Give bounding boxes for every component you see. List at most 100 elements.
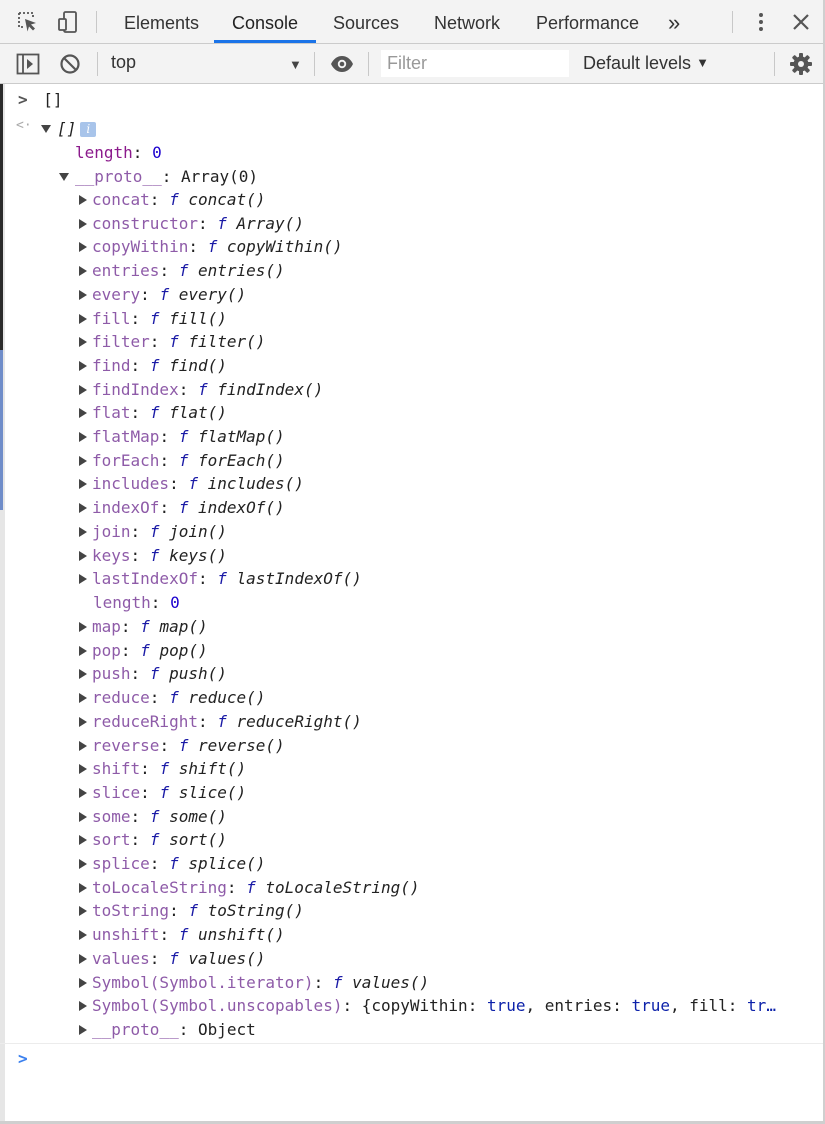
console-prompt-line[interactable]: > (18, 1047, 28, 1070)
entry-expand-toggle[interactable] (79, 550, 87, 561)
context-selector[interactable]: top (111, 52, 137, 72)
proto-method-entry[interactable]: reduce: f reduce() (92, 688, 266, 708)
more-tabs-button[interactable]: » (668, 10, 681, 35)
info-badge[interactable]: i (80, 122, 97, 137)
proto-method-entry[interactable]: includes: f includes() (92, 474, 304, 494)
tab-console[interactable]: Console (232, 13, 299, 33)
entry-expand-toggle[interactable] (79, 740, 87, 751)
proto-method-entry[interactable]: values: f values() (92, 948, 266, 968)
gear-icon[interactable] (789, 52, 813, 81)
entry-expand-toggle[interactable] (79, 645, 87, 656)
entry-expand-toggle[interactable] (79, 716, 87, 727)
proto-method-entry[interactable]: findIndex: f findIndex() (92, 379, 324, 399)
entry-expand-toggle[interactable] (79, 289, 87, 300)
proto-method-entry[interactable]: filter: f filter() (92, 332, 266, 352)
frame-right-border (823, 0, 825, 1124)
proto-method-entry[interactable]: splice: f splice() (92, 854, 266, 873)
eye-icon[interactable] (330, 54, 354, 79)
unscopables-expand-toggle[interactable] (79, 1001, 87, 1011)
entry-expand-toggle[interactable] (79, 526, 87, 537)
entry-expand-toggle[interactable] (79, 455, 87, 466)
proto-method-entry[interactable]: entries: f entries() (92, 261, 285, 281)
proto-expand-toggle[interactable] (59, 173, 69, 181)
proto-method-entry[interactable]: some: f some() (92, 806, 227, 826)
entry-expand-toggle[interactable] (79, 787, 87, 798)
entry-expand-toggle[interactable] (79, 669, 87, 680)
proto-method-entry[interactable]: map: f map() (92, 617, 208, 636)
entry-expand-toggle[interactable] (79, 503, 87, 514)
console-prompt[interactable]: > (18, 1049, 28, 1068)
entry-expand-toggle[interactable] (79, 384, 87, 395)
function-signature: keys() (169, 545, 227, 565)
proto-method-entry[interactable]: every: f every() (92, 284, 247, 304)
proto-method-entry[interactable]: find: f find() (92, 355, 227, 375)
function-glyph: f (246, 877, 256, 897)
tab-network[interactable]: Network (434, 13, 501, 33)
proto-method-entry[interactable]: copyWithin: f copyWithin() (92, 237, 343, 257)
proto-method-entry[interactable]: toLocaleString: f toLocaleString() (92, 877, 420, 897)
entry-expand-toggle[interactable] (79, 266, 87, 277)
log-levels-dropdown[interactable]: Default levels ▼ (583, 53, 709, 74)
entry-expand-toggle[interactable] (79, 408, 87, 419)
entry-expand-toggle[interactable] (79, 622, 87, 632)
entry-expand-toggle[interactable] (79, 693, 87, 704)
proto-method-entry[interactable]: reduceRight: f reduceRight() (92, 711, 362, 731)
entry-expand-toggle[interactable] (79, 195, 87, 205)
object-proto-expand-toggle[interactable] (79, 1025, 87, 1035)
proto-method-entry[interactable]: sort: f sort() (92, 830, 227, 850)
entry-expand-toggle[interactable] (79, 479, 87, 490)
entry-expand-toggle[interactable] (79, 882, 87, 893)
proto-property[interactable]: __proto__: Array(0) (75, 167, 259, 186)
proto-method-entry[interactable]: forEach: f forEach() (92, 450, 285, 470)
unscopables-property[interactable]: Symbol(Symbol.unscopables): {copyWithin:… (92, 996, 776, 1015)
entry-expand-toggle[interactable] (79, 953, 87, 964)
proto-method-entry[interactable]: reverse: f reverse() (92, 735, 285, 755)
proto-method-entry[interactable]: lastIndexOf: f lastIndexOf() (92, 569, 362, 589)
proto-method-entry[interactable]: unshift: f unshift() (92, 925, 285, 945)
proto-method-entry[interactable]: join: f join() (92, 521, 227, 541)
tab-sources[interactable]: Sources (333, 13, 400, 33)
proto-method-entry[interactable]: toString: f toString() (92, 901, 304, 921)
close-icon[interactable] (789, 10, 813, 34)
proto-method-entry[interactable]: keys: f keys() (92, 545, 227, 565)
entry-expand-toggle[interactable] (79, 242, 87, 253)
entry-expand-toggle[interactable] (79, 811, 87, 822)
proto-method-entry[interactable]: shift: f shift() (92, 759, 247, 779)
sidebar-toggle-icon[interactable] (16, 53, 40, 80)
tab-performance[interactable]: Performance (536, 13, 640, 33)
proto-method-entry[interactable]: push: f push() (92, 664, 227, 684)
console-input-line: > [] (18, 88, 63, 111)
proto-method-entry[interactable]: Symbol(Symbol.iterator): f values() (92, 972, 430, 992)
object-proto-property[interactable]: __proto__: Object (92, 1020, 256, 1039)
filter-input[interactable] (381, 50, 569, 77)
proto-method-entry[interactable]: fill: f fill() (92, 308, 227, 328)
proto-method-entry[interactable]: flat: f flat() (92, 403, 227, 423)
entry-expand-toggle[interactable] (79, 859, 87, 869)
proto-method-entry[interactable]: concat: f concat() (92, 190, 266, 209)
entry-expand-toggle[interactable] (79, 906, 87, 917)
proto-method-entry[interactable]: slice: f slice() (92, 782, 247, 802)
clear-console-icon[interactable] (59, 53, 81, 80)
proto-method-entry[interactable]: constructor: f Array() (92, 213, 304, 233)
inspect-element-icon[interactable] (16, 10, 40, 34)
tab-elements[interactable]: Elements (124, 13, 200, 33)
entry-expand-toggle[interactable] (79, 930, 87, 941)
entry-expand-toggle[interactable] (79, 977, 87, 988)
proto-method-entry[interactable]: indexOf: f indexOf() (92, 498, 285, 518)
entry-expand-toggle[interactable] (79, 313, 87, 324)
result-expand-toggle[interactable] (41, 125, 51, 133)
proto-method-entry[interactable]: flatMap: f flatMap() (92, 427, 285, 446)
result-array-summary[interactable]: []i (57, 117, 97, 140)
entry-expand-toggle[interactable] (79, 835, 87, 846)
entry-expand-toggle[interactable] (79, 764, 87, 775)
entry-expand-toggle[interactable] (79, 574, 87, 585)
entry-expand-toggle[interactable] (79, 432, 87, 442)
toolbar-separator-3 (368, 52, 369, 76)
device-toggle-icon[interactable] (56, 10, 80, 34)
more-options-icon[interactable] (749, 10, 773, 34)
proto-method-entry[interactable]: pop: f pop() (92, 640, 208, 660)
entry-expand-toggle[interactable] (79, 360, 87, 371)
context-dropdown-arrow[interactable]: ▼ (289, 57, 302, 72)
entry-expand-toggle[interactable] (79, 337, 87, 348)
entry-expand-toggle[interactable] (79, 218, 87, 229)
